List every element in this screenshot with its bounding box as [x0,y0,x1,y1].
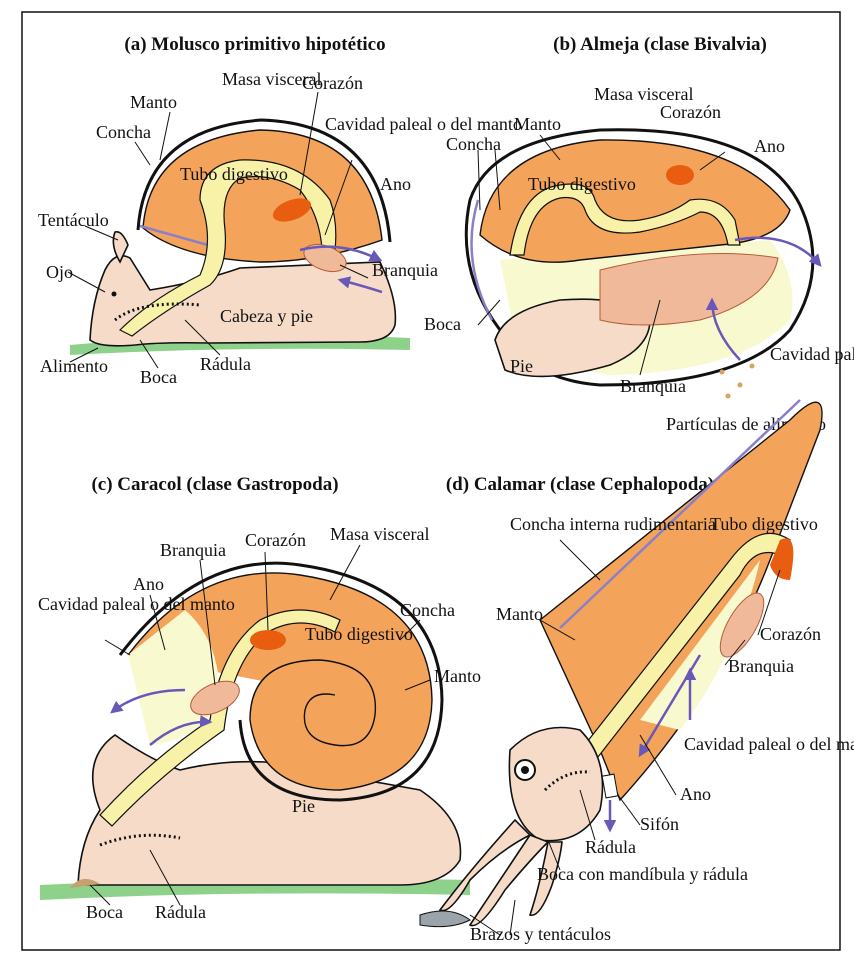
panel-d-squid: (d) Calamar (clase Cephalopoda) Concha i… [420,400,854,944]
panel-d-label-corazon: Corazón [760,624,821,644]
panel-b-clam: (b) Almeja (clase Bivalvia) Concha Masa … [424,34,854,434]
panel-a-label-alimento: Alimento [40,356,108,376]
panel-a-eye [112,292,117,297]
panel-a-label-tubo: Tubo digestivo [180,164,288,184]
panel-d-eye-pupil [521,766,529,774]
panel-b-label-concha: Concha [446,134,501,154]
panel-d-label-concha: Concha interna rudimentaria [510,514,716,534]
panel-d-label-tubo: Tubo digestivo [710,514,818,534]
panel-b-heart [666,165,694,185]
panel-d-prey-fish [420,911,470,927]
panel-b-label-cavidad: Cavidad paleal o del manto [770,344,854,364]
panel-a-label-cavidad: Cavidad paleal o del manto [325,114,522,134]
panel-a-label-manto: Manto [130,92,177,112]
panel-d-label-brazos: Brazos y tentáculos [470,924,611,944]
panel-d-label-branquia: Branquia [728,656,794,676]
panel-a-label-radula: Rádula [200,354,251,374]
panel-c-title: (c) Caracol (clase Gastropoda) [91,474,338,495]
panel-a-label-ano: Ano [380,174,411,194]
panel-b-label-corazon: Corazón [660,102,721,122]
panel-b-title: (b) Almeja (clase Bivalvia) [553,34,767,55]
panel-c-label-tubo: Tubo digestivo [305,624,413,644]
panel-d-label-ano: Ano [680,784,711,804]
panel-a-title: (a) Molusco primitivo hipotético [124,34,385,55]
panel-c-label-manto: Manto [434,666,481,686]
panel-a-visceral-mass [143,130,382,262]
panel-a-label-concha: Concha [96,122,151,142]
panel-a-label-cabeza-pie: Cabeza y pie [220,306,313,326]
panel-b-label-tubo: Tubo digestivo [528,174,636,194]
panel-b-label-masa: Masa visceral [594,84,693,104]
panel-b-label-branquia: Branquia [620,376,686,396]
panel-c-label-ano: Ano [133,574,164,594]
panel-d-title: (d) Calamar (clase Cephalopoda) [446,474,714,495]
panel-c-label-pie: Pie [292,796,315,816]
panel-c-heart [250,630,286,650]
panel-c-label-branquia: Branquia [160,540,226,560]
panel-a-label-branquia: Branquia [372,260,438,280]
panel-b-label-manto: Manto [514,114,561,134]
panel-d-label-cavidad: Cavidad paleal o del manto [684,734,854,754]
panel-d-head [509,728,602,841]
panel-b-label-ano: Ano [754,136,785,156]
panel-c-label-boca: Boca [86,902,123,922]
panel-a-label-tentaculo: Tentáculo [38,210,109,230]
panel-c-snail: (c) Caracol (clase Gastropoda) Corazón M… [38,474,481,922]
panel-b-label-boca: Boca [424,314,461,334]
panel-c-label-radula: Rádula [155,902,206,922]
panel-c-label-masa: Masa visceral [330,524,429,544]
panel-a-primitive-mollusc: (a) Molusco primitivo hipotético Masa vi… [38,34,522,387]
panel-d-label-radula: Rádula [585,837,636,857]
panel-c-label-concha: Concha [400,600,455,620]
panel-a-label-boca: Boca [140,367,177,387]
panel-b-label-pie: Pie [510,356,533,376]
panel-c-label-corazon: Corazón [245,530,306,550]
panel-d-label-sifon: Sifón [640,814,679,834]
panel-d-label-boca: Boca con mandíbula y rádula [537,864,748,884]
panel-a-label-corazon: Corazón [302,73,363,93]
panel-d-label-manto: Manto [496,604,543,624]
